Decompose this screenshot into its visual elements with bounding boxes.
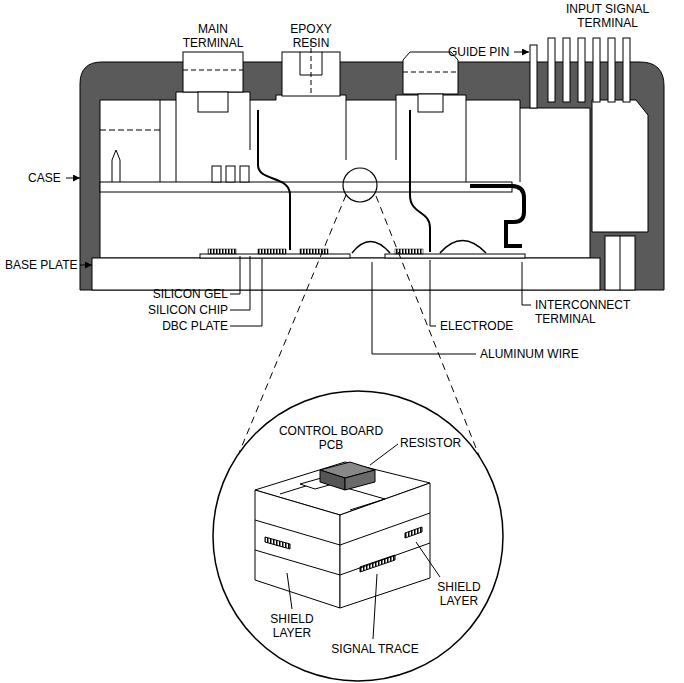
- part-label: EPOXY RESIN: [281, 22, 341, 50]
- aluminum-wire: [352, 242, 390, 254]
- part-label: INTERCONNECT TERMINAL: [535, 298, 643, 326]
- guide-pin: [530, 45, 537, 108]
- detail-circle: [343, 168, 377, 202]
- case-shell: [80, 62, 664, 290]
- dbc-plate: [385, 254, 525, 258]
- signal-connector: [592, 100, 648, 232]
- inset-circle: [213, 391, 503, 681]
- signal-pins: [548, 38, 630, 102]
- part-label: ELECTRODE: [440, 319, 513, 333]
- part-label: CONTROL BOARD PCB: [275, 424, 387, 452]
- part-label: SILICON GEL: [140, 287, 228, 301]
- part-label: SHIELD LAYER: [266, 612, 318, 640]
- dbc-plate: [200, 254, 350, 258]
- silicon-chips: [208, 249, 423, 254]
- aluminum-wire: [440, 241, 486, 254]
- control-pcb: [100, 182, 512, 192]
- base-plate: [92, 258, 600, 290]
- part-label: SHIELD LAYER: [433, 580, 485, 608]
- part-label: RESISTOR: [400, 436, 461, 450]
- main-terminal: [183, 52, 243, 92]
- part-label: BASE PLATE: [5, 258, 77, 272]
- electrode: [258, 110, 290, 250]
- part-label: INPUT SIGNAL TERMINAL: [555, 2, 660, 30]
- case-interior: [100, 92, 590, 258]
- electrode: [410, 110, 430, 252]
- part-label: DBC PLATE: [140, 319, 228, 333]
- part-label: CASE: [28, 171, 61, 185]
- part-label: ALUMINUM WIRE: [480, 347, 579, 361]
- interconnect-terminal: [470, 186, 524, 246]
- part-label: SIGNAL TRACE: [325, 642, 425, 656]
- resistor-symbol: [320, 462, 375, 490]
- part-label: SILICON CHIP: [140, 303, 228, 317]
- pcb-detail: [255, 462, 430, 608]
- part-label: GUIDE PIN: [448, 45, 509, 59]
- part-label: MAIN TERMINAL: [177, 22, 249, 50]
